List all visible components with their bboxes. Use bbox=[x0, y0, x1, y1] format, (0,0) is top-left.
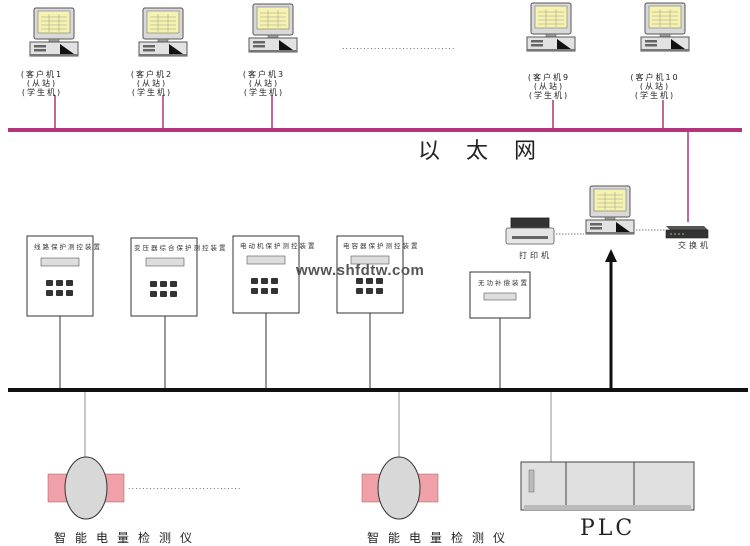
device-title-line: 线路保护测控装置 bbox=[34, 243, 102, 251]
client-label-3: (客户机3 (从站) (学生机) bbox=[229, 70, 299, 97]
client-label-9: (客户机9 (从站) (学生机) bbox=[514, 73, 584, 100]
client-role: (从站) bbox=[26, 79, 58, 88]
printer-icon bbox=[505, 217, 555, 245]
watermark-text: www.shfdtw.com bbox=[296, 262, 425, 279]
client-name: (客户机9 bbox=[527, 73, 571, 82]
ethernet-dots: ................................ bbox=[342, 42, 456, 51]
device-title-compensation: 无功补偿装置 bbox=[478, 279, 529, 287]
client-pc-10 bbox=[640, 2, 690, 52]
client-type: (学生机) bbox=[21, 88, 63, 97]
client-label-10: (客户机10 (从站) (学生机) bbox=[620, 73, 690, 100]
plc-label: PLC bbox=[580, 516, 636, 541]
smart-meter-1 bbox=[47, 456, 125, 520]
device-reactive-compensation bbox=[469, 271, 531, 390]
client-pc-9 bbox=[526, 2, 576, 52]
client-role: (从站) bbox=[248, 79, 280, 88]
device-transformer-protection bbox=[130, 237, 198, 390]
printer-label: 打印机 bbox=[519, 251, 552, 260]
device-capacitor-protection bbox=[336, 235, 404, 390]
device-motor-protection bbox=[232, 235, 300, 390]
uplink-arrow-icon bbox=[605, 249, 617, 262]
client-type: (学生机) bbox=[243, 88, 285, 97]
device-line-protection bbox=[26, 235, 94, 390]
device-title-capacitor: 电容器保护测控装置 bbox=[343, 242, 420, 250]
client-name: (客户机2 bbox=[130, 70, 174, 79]
switch-icon bbox=[665, 226, 709, 239]
client-type: (学生机) bbox=[634, 91, 676, 100]
field-dots: ................................ bbox=[128, 482, 242, 491]
client-pc-1 bbox=[29, 7, 79, 57]
ethernet-label: 以太网 bbox=[418, 139, 563, 164]
client-pc-3 bbox=[248, 3, 298, 53]
client-type: (学生机) bbox=[131, 88, 173, 97]
master-pc bbox=[585, 185, 635, 235]
client-name: (客户机1 bbox=[20, 70, 64, 79]
smart-meter-2 bbox=[361, 456, 439, 520]
meter-label-1: 智能电量检测仪 bbox=[54, 531, 202, 545]
client-pc-2 bbox=[138, 7, 188, 57]
device-title-transformer: 变压器综合保护测控装置 bbox=[134, 244, 228, 252]
client-role: (从站) bbox=[639, 82, 671, 91]
switch-label: 交换机 bbox=[678, 241, 711, 250]
meter-label-2: 智能电量检测仪 bbox=[367, 531, 515, 545]
client-role: (从站) bbox=[136, 79, 168, 88]
client-type: (学生机) bbox=[528, 91, 570, 100]
plc-cabinet bbox=[520, 461, 695, 511]
client-name: (客户机10 bbox=[630, 73, 680, 82]
client-role: (从站) bbox=[533, 82, 565, 91]
client-label-2: (客户机2 (从站) (学生机) bbox=[117, 70, 187, 97]
client-name: (客户机3 bbox=[242, 70, 286, 79]
device-title-motor: 电动机保护测控装置 bbox=[240, 242, 317, 250]
client-label-1: (客户机1 (从站) (学生机) bbox=[7, 70, 77, 97]
